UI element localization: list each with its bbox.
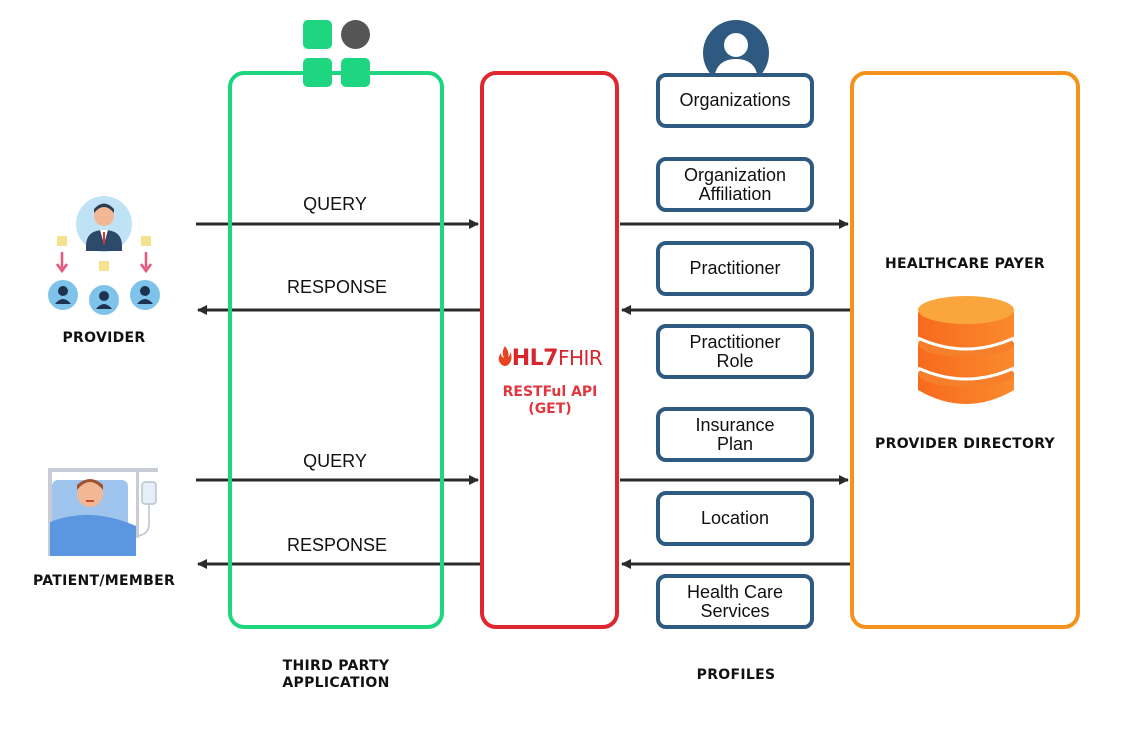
api-method-label: RESTFul API (GET)	[484, 384, 616, 418]
provider-directory-label: PROVIDER DIRECTORY	[875, 436, 1055, 452]
profile-label-line2: Affiliation	[698, 183, 772, 204]
third-party-label-line1: THIRD PARTY	[282, 658, 390, 674]
query-label-bottom: QUERY	[303, 451, 367, 471]
api-line2: (GET)	[528, 401, 572, 417]
payer-box	[850, 71, 1080, 629]
profile-label: Insurance	[695, 414, 775, 435]
hl7-fhir-logo: HL7FHIR	[484, 345, 616, 373]
user-avatar-icon	[703, 20, 769, 77]
third-party-label-line2: APPLICATION	[282, 675, 390, 691]
third-party-app-box	[228, 71, 444, 629]
response-label-bottom: RESPONSE	[286, 535, 388, 555]
profile-label: Practitioner	[689, 258, 781, 278]
provider-label: PROVIDER	[62, 330, 146, 346]
profile-organizations: Organizations	[656, 73, 814, 128]
query-label-top: QUERY	[303, 194, 367, 214]
response-label-top: RESPONSE	[286, 277, 388, 297]
profile-practitioner: Practitioner	[656, 241, 814, 296]
profile-label: Health Care	[686, 581, 784, 602]
profile-label-line2: Plan	[716, 433, 754, 454]
third-party-label: THIRD PARTY APPLICATION	[250, 658, 422, 692]
api-line1: RESTFul API	[502, 384, 598, 400]
profile-label-line2: Role	[716, 350, 754, 371]
fhir-api-box	[480, 71, 619, 629]
profile-label: Location	[700, 508, 770, 528]
profiles-label: PROFILES	[696, 667, 776, 683]
profile-label: Practitioner	[689, 331, 781, 352]
app-grid-icon	[303, 20, 370, 87]
patient-label: PATIENT/MEMBER	[32, 573, 176, 589]
profile-location: Location	[656, 491, 814, 546]
patient-bed-icon	[48, 468, 158, 556]
fhir-text: FHIR	[557, 346, 603, 370]
healthcare-payer-title: HEALTHCARE PAYER	[884, 256, 1046, 272]
hl7-text: HL7	[511, 346, 559, 371]
profile-label-line2: Services	[700, 600, 770, 621]
profile-label: Organizations	[679, 90, 791, 110]
provider-icon	[48, 196, 160, 315]
database-icon	[917, 296, 1015, 404]
flame-icon	[498, 345, 512, 373]
profile-label: Organization	[683, 164, 787, 185]
